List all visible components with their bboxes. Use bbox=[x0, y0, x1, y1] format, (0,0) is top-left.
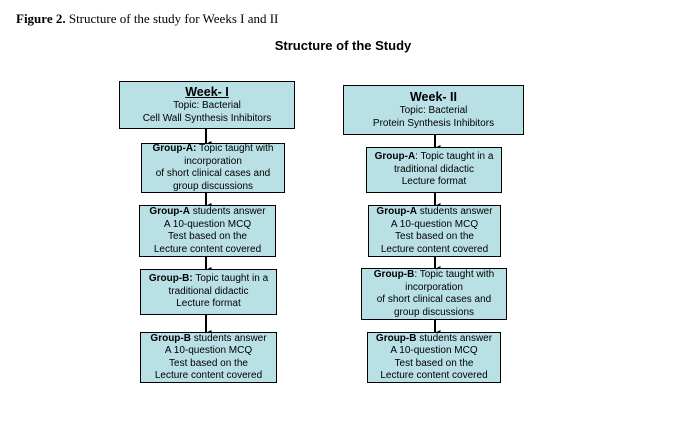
week1-header-box: Week- I Topic: Bacterial Cell Wall Synth… bbox=[119, 81, 295, 129]
week1-step2-line3: Test based on the bbox=[168, 231, 247, 242]
week2-step3-line4: group discussions bbox=[393, 306, 475, 318]
week1-heading: Week- I bbox=[185, 85, 229, 99]
week2-step2-line4: Lecture content covered bbox=[380, 243, 489, 255]
week1-step1-line1: Group-A: Topic taught with bbox=[152, 143, 274, 154]
week2-step1-line2: traditional didactic bbox=[393, 163, 475, 175]
week1-step4-line4: Lecture content covered bbox=[154, 370, 263, 381]
week2-step4-line3: Test based on the bbox=[394, 357, 474, 369]
week1-step4-line2: A 10-question MCQ bbox=[164, 345, 253, 356]
figure-caption-text: Structure of the study for Weeks I and I… bbox=[65, 11, 279, 26]
week1-step1-box: Group-A: Topic taught with incorporation… bbox=[141, 143, 285, 193]
week2-step2-line1: Group-A students answer bbox=[376, 206, 493, 217]
week2-step3-line3: of short clinical cases and bbox=[376, 294, 492, 305]
week1-topic-line1: Topic: Bacterial bbox=[173, 100, 241, 111]
week1-step2-box: Group-A students answer A 10-question MC… bbox=[139, 205, 276, 257]
week1-step2-line2: A 10-question MCQ bbox=[163, 218, 252, 230]
week1-step3-box: Group-B: Topic taught in a traditional d… bbox=[140, 269, 277, 315]
week2-step1-box: Group-A: Topic taught in a traditional d… bbox=[366, 147, 502, 193]
week1-step1-line3: of short clinical cases and bbox=[155, 168, 271, 179]
figure-caption-label: Figure 2. bbox=[16, 11, 66, 26]
week2-step3-line1: Group-B: Topic taught with bbox=[373, 269, 495, 280]
week1-topic-line2: Cell Wall Synthesis Inhibitors bbox=[142, 112, 272, 124]
week1-step2-line4: Lecture content covered bbox=[153, 243, 262, 255]
week1-step4-box: Group-B students answer A 10-question MC… bbox=[140, 332, 277, 383]
week2-step2-box: Group-A students answer A 10-question MC… bbox=[368, 205, 501, 257]
week2-step1-line1: Group-A: Topic taught in a bbox=[374, 151, 494, 163]
diagram-title: Structure of the Study bbox=[274, 38, 412, 53]
week2-step2-line3: Test based on the bbox=[395, 231, 474, 242]
week1-step3-line3: Lecture format bbox=[176, 298, 241, 310]
week2-step4-line2: A 10-question MCQ bbox=[390, 345, 478, 356]
week2-step4-box: Group-B students answer A 10-question MC… bbox=[367, 332, 501, 383]
week2-header-box: Week- II Topic: Bacterial Protein Synthe… bbox=[343, 85, 524, 135]
week1-step2-line1: Group-A students answer bbox=[149, 206, 266, 217]
week1-step3-line1: Group-B: Topic taught in a bbox=[148, 273, 269, 285]
week2-step4-line1: Group-B students answer bbox=[375, 332, 493, 344]
week2-step3-box: Group-B: Topic taught with incorporation… bbox=[361, 268, 507, 320]
figure-caption: Figure 2. Structure of the study for Wee… bbox=[16, 11, 278, 27]
week1-step3-line2: traditional didactic bbox=[168, 285, 249, 297]
week2-step1-line3: Lecture format bbox=[401, 176, 467, 188]
week1-step1-line2: incorporation bbox=[184, 155, 242, 167]
week1-step4-line3: Test based on the bbox=[169, 357, 248, 369]
week2-heading: Week- II bbox=[409, 90, 457, 104]
week2-topic-line2: Protein Synthesis Inhibitors bbox=[372, 117, 495, 129]
week2-topic-line1: Topic: Bacterial bbox=[399, 105, 468, 116]
week2-step3-line2: incorporation bbox=[405, 281, 463, 293]
week1-step4-line1: Group-B students answer bbox=[150, 332, 267, 344]
week2-step4-line4: Lecture content covered bbox=[380, 370, 488, 381]
week2-step2-line2: A 10-question MCQ bbox=[390, 218, 479, 230]
week1-step1-line4: group discussions bbox=[172, 180, 254, 192]
